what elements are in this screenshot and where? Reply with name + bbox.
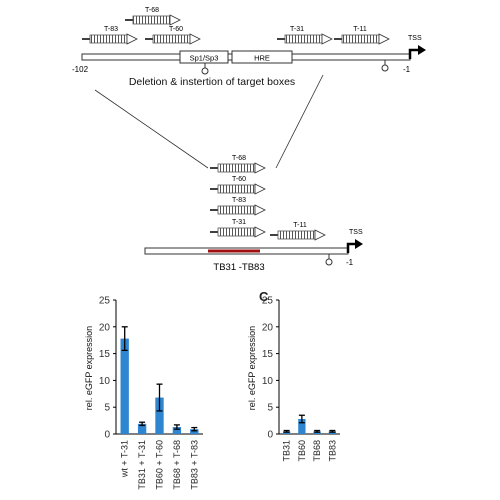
oligo-t60: T-60: [210, 176, 266, 195]
tss-arrow-icon: [408, 48, 420, 59]
bar: [190, 429, 199, 434]
category-label: TB60: [297, 440, 307, 462]
sp1-sp3-box: [179, 50, 229, 64]
y-tick-label: 15: [99, 349, 111, 360]
category-label: TB83: [327, 440, 337, 462]
oligo-t60: T-60: [145, 26, 201, 45]
category-label: TB68 + T-68: [172, 440, 182, 490]
tss-arrow-icon: [346, 242, 357, 253]
y-tick-label: 25: [262, 296, 274, 307]
tss-arrowhead-icon: [418, 45, 426, 55]
bar: [155, 397, 164, 434]
position-right-label: -1: [346, 258, 354, 267]
oligo-t31: T-31: [277, 26, 333, 45]
y-axis-label: rel. eGFP expression: [247, 326, 257, 410]
tss-arrowhead-icon: [355, 239, 363, 249]
position-left-label: -102: [72, 65, 89, 74]
oligo-t68-label: T-68: [145, 7, 159, 14]
oligo-t31-label: T-31: [232, 219, 246, 226]
y-tick-label: 10: [262, 376, 274, 387]
y-tick-label: 20: [262, 322, 274, 333]
chart-b: 0 5 10 15 20 25 rel. eGFP expression wt + T-31 T…: [84, 296, 203, 490]
y-tick-label: 15: [262, 349, 274, 360]
tss-label: TSS: [349, 229, 363, 236]
oligo-t68: T-68: [125, 7, 181, 26]
oligo-t31: T-31: [210, 219, 266, 238]
category-label: TB31: [282, 440, 292, 462]
bar: [298, 418, 306, 434]
oligo-t11: T-11: [270, 222, 326, 241]
oligo-t83-label: T-83: [232, 197, 246, 204]
oligo-t83-label: T-83: [104, 26, 118, 33]
category-label: TB31 + T-31: [137, 440, 147, 490]
category-label: TB60 + T-60: [155, 440, 165, 490]
y-tick-label: 0: [104, 430, 110, 441]
oligo-t11: T-11: [334, 26, 390, 45]
top-promoter-diagram: Sp1/Sp3 HRE TSS -102 -1 T-68 T-83: [72, 7, 426, 75]
y-tick-label: 10: [99, 376, 111, 387]
oligo-t31-label: T-31: [290, 26, 304, 33]
y-tick-label: 5: [104, 403, 110, 414]
oligo-t68-label: T-68: [232, 155, 246, 162]
oligo-t83: T-83: [82, 26, 138, 45]
chart-c: 0 5 10 15 20 25 rel. eGFP expression C TB31 TB60 T…: [247, 289, 340, 462]
panel-label: C: [259, 289, 269, 304]
category-label: TB83 + T-83: [189, 440, 199, 490]
y-tick-label: 5: [267, 403, 273, 414]
bar: [172, 427, 182, 434]
funnel-line-left: [94, 89, 209, 169]
oligo-t11-label: T-11: [293, 222, 307, 229]
y-tick-label: 25: [99, 296, 111, 307]
lollipop-marker: [325, 258, 333, 266]
sp1-sp3-label: Sp1/Sp3: [190, 54, 219, 63]
oligo-t68: T-68: [210, 155, 266, 174]
tss-label: TSS: [408, 35, 422, 42]
y-tick-label: 20: [99, 322, 111, 333]
lollipop-marker: [201, 67, 209, 75]
funnel-line-right: [275, 74, 324, 169]
y-tick-label: 0: [267, 430, 273, 441]
bar: [137, 423, 147, 434]
region-label: TB31 -TB83: [213, 262, 264, 273]
position-right-label: -1: [403, 65, 411, 74]
y-axis-label: rel. eGFP expression: [84, 326, 94, 410]
hre-box: [231, 50, 293, 64]
lollipop-marker: [381, 64, 389, 72]
hre-label: HRE: [254, 54, 270, 63]
category-label: TB68: [312, 440, 322, 462]
bottom-promoter-diagram: T-68 T-60 T-83 T-31 T-11: [144, 155, 363, 273]
oligo-t11-label: T-11: [353, 26, 367, 33]
oligo-t60-label: T-60: [232, 176, 246, 183]
category-label: wt + T-31: [120, 440, 130, 478]
oligo-t83: T-83: [210, 197, 266, 216]
bar: [120, 338, 129, 434]
oligo-t60-label: T-60: [169, 26, 183, 33]
diagram-caption: Deletion & instertion of target boxes: [129, 76, 295, 88]
